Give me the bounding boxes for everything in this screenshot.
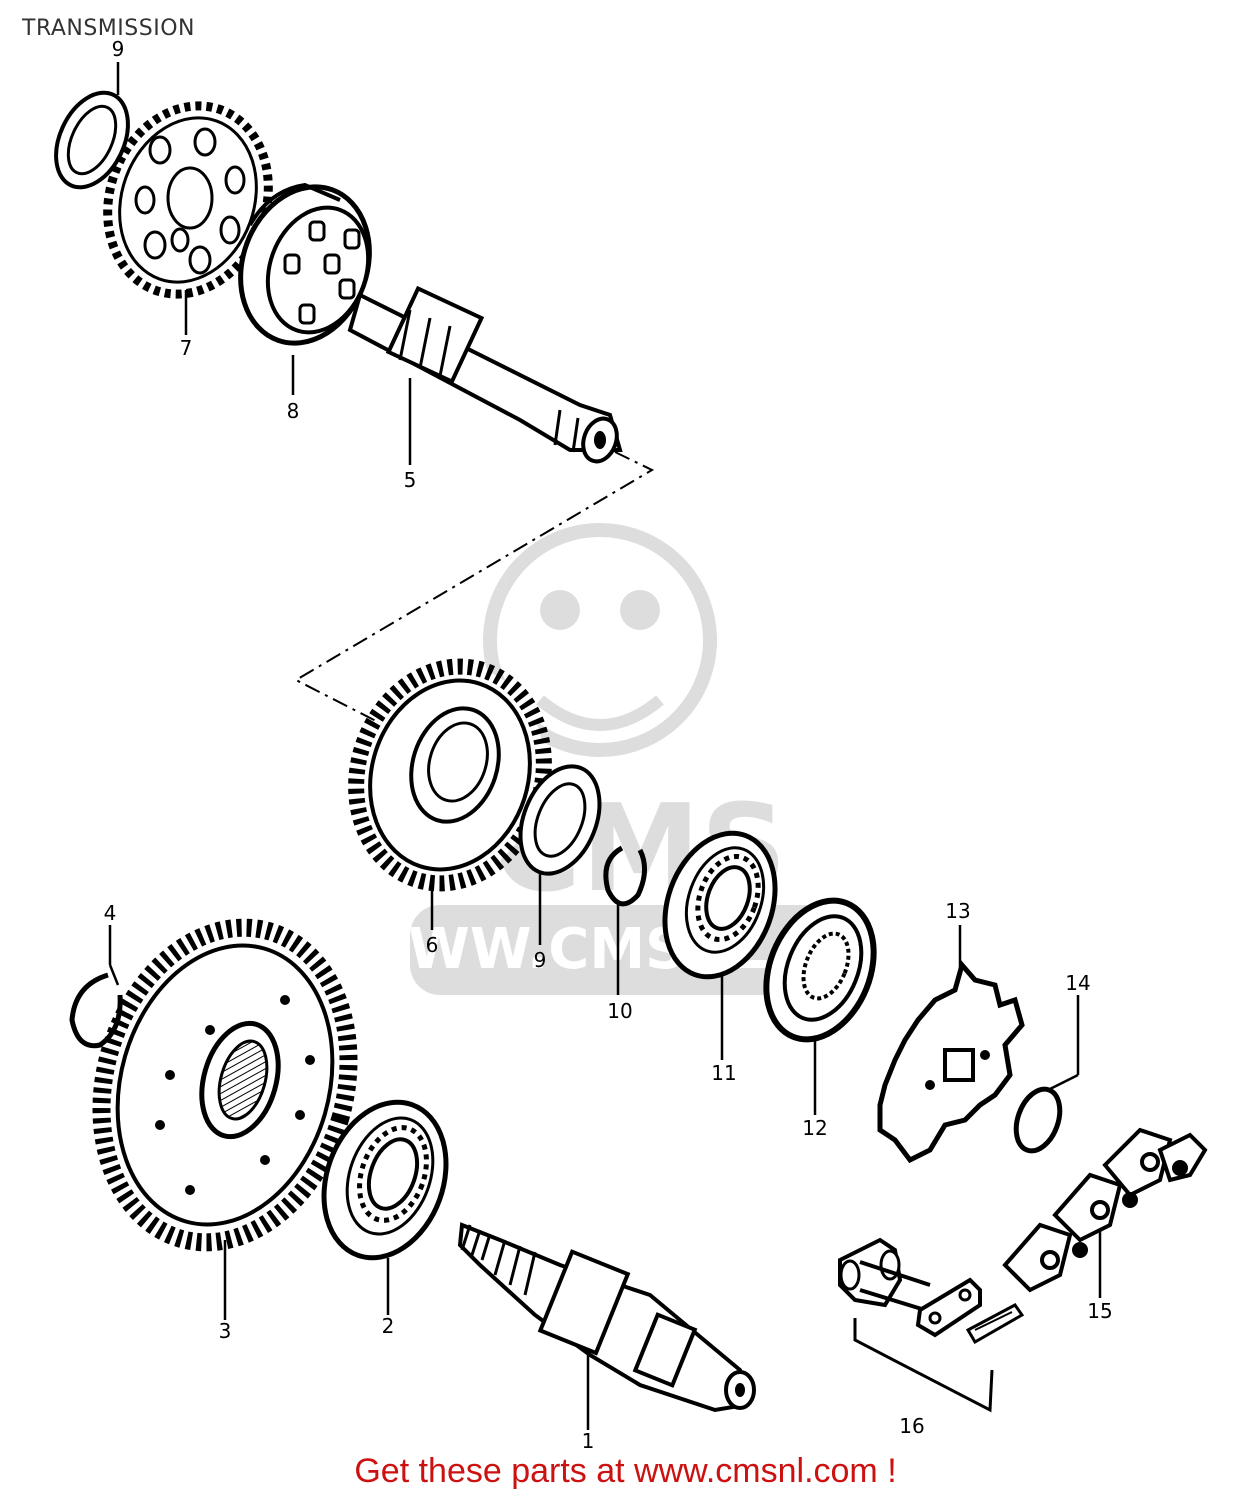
callout-p9b: 9 [534,948,547,972]
gear-3 [92,918,358,1252]
footer-link[interactable]: Get these parts at www.cmsnl.com ! [354,1452,897,1490]
chain-joint-16 [838,1237,1025,1413]
washer-middle [518,764,602,876]
drive-chain-15 [1002,1127,1208,1293]
callout-p5: 5 [404,468,417,492]
sprocket-13 [877,959,1025,1164]
callout-p4: 4 [104,901,117,925]
callout-p10: 10 [607,999,632,1023]
callout-p8: 8 [287,399,300,423]
bearing-11 [662,830,778,980]
washer-top [54,90,130,190]
circlip-10 [603,845,647,907]
callout-p2: 2 [382,1314,395,1338]
callout-p3: 3 [219,1319,232,1343]
alignment-line [293,451,655,723]
shaft-5 [347,285,623,464]
oil-seal-12 [763,897,877,1043]
callout-p16: 16 [899,1414,924,1438]
circlip-4 [69,972,123,1049]
callout-p15: 15 [1087,1299,1112,1323]
countershaft-1 [457,1222,756,1413]
callout-p12: 12 [802,1116,827,1140]
callout-p9a: 9 [112,37,125,61]
page-title: TRANSMISSION [22,16,195,41]
callout-p14: 14 [1065,971,1090,995]
circlip-14 [1013,1086,1063,1154]
callout-p11: 11 [711,1061,736,1085]
callout-p6: 6 [426,933,439,957]
leader-lines [108,62,1102,1430]
callout-labels: 9 7 8 5 6 9 10 11 12 13 14 4 3 2 1 15 16 [104,37,1113,1453]
gear-8 [238,182,372,346]
callout-p7: 7 [180,336,193,360]
callout-p1: 1 [582,1429,595,1453]
bearing-2 [321,1099,449,1261]
callout-p13: 13 [945,899,970,923]
